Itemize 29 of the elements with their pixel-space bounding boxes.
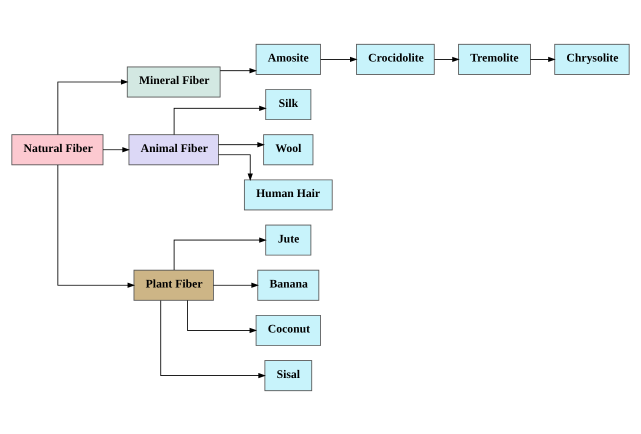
- arrow: [174, 236, 267, 270]
- node-box: Chrysolite: [554, 43, 630, 74]
- node-box: Mineral Fiber: [126, 66, 221, 97]
- arrow: [218, 142, 265, 147]
- arrow: [160, 300, 266, 378]
- node-box: Banana: [257, 269, 320, 300]
- arrow: [218, 154, 253, 180]
- arrow: [174, 105, 267, 134]
- arrow: [220, 68, 258, 73]
- arrow: [320, 56, 358, 62]
- node-box: Jute: [265, 224, 312, 256]
- node-box: Coconut: [256, 314, 321, 346]
- node-box: Silk: [265, 88, 312, 120]
- node-box: Crocidolite: [356, 43, 435, 74]
- node-box: Natural Fiber: [11, 134, 104, 165]
- arrow: [57, 164, 136, 288]
- arrow: [57, 78, 128, 134]
- node-box: Wool: [263, 134, 314, 165]
- node-box: Plant Fiber: [134, 269, 214, 300]
- arrow: [530, 56, 556, 62]
- arrow: [213, 282, 259, 288]
- node-box: Tremolite: [458, 43, 531, 74]
- arrow: [187, 300, 258, 333]
- node-box: Sisal: [264, 360, 312, 391]
- arrow: [102, 146, 130, 152]
- node-box: Human Hair: [244, 178, 333, 210]
- node-box: Animal Fiber: [128, 134, 219, 165]
- node-box: Amosite: [256, 43, 321, 74]
- arrow: [434, 56, 460, 62]
